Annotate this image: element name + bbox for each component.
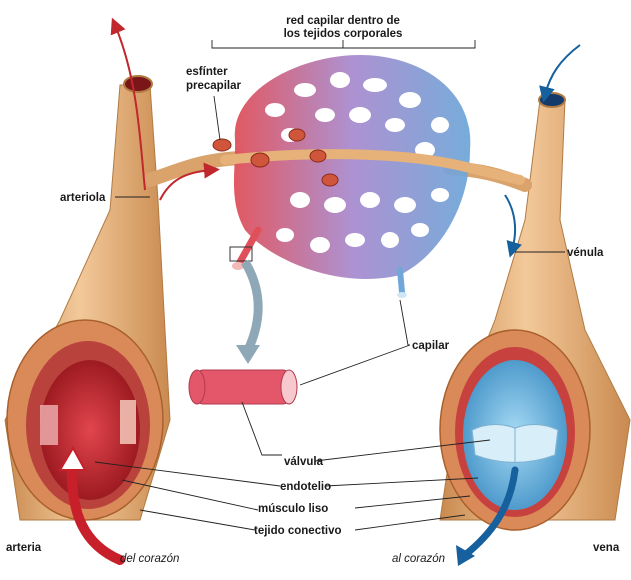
smooth-muscle-label: músculo liso — [258, 503, 328, 515]
arteriole-opening — [123, 75, 153, 93]
endothelium-label: endotelio — [280, 481, 331, 493]
flow-arrow-venule-down — [504, 194, 522, 258]
valve-label: válvula — [284, 456, 324, 468]
artery-label: arteria — [6, 542, 42, 554]
capillary-network — [232, 55, 471, 298]
sphincter-label-line1: esfínter — [186, 66, 228, 78]
vein-label: vena — [593, 542, 620, 554]
flow-arrow-into-network — [159, 162, 220, 201]
flow-arrow-venule-in — [539, 44, 581, 103]
precapillary-sphincters — [212, 128, 339, 187]
vein-vessel — [439, 99, 631, 531]
flow-arrow-arteriole — [110, 17, 146, 191]
network-title-line1: red capilar dentro de — [286, 15, 400, 27]
arteriole-label: arteriola — [60, 192, 106, 204]
capillary-label: capilar — [412, 340, 450, 352]
flow-arrow-to-heart — [461, 466, 519, 559]
leader-lines — [94, 40, 565, 531]
sphincter-label-line2: precapilar — [186, 80, 241, 92]
connective-tissue-label: tejido conectivo — [254, 525, 342, 537]
to-heart-label: al corazón — [392, 553, 445, 565]
capillary-enlarged — [188, 369, 298, 405]
network-title-line2: los tejidos corporales — [284, 28, 403, 40]
zoom-arrow — [241, 259, 263, 352]
artery-vessel — [4, 84, 171, 521]
zoom-box — [229, 246, 253, 262]
flow-arrow-from-heart — [66, 457, 125, 565]
venule-opening — [538, 92, 566, 108]
from-heart-label: del corazón — [120, 553, 179, 565]
venule-label: vénula — [567, 247, 604, 259]
